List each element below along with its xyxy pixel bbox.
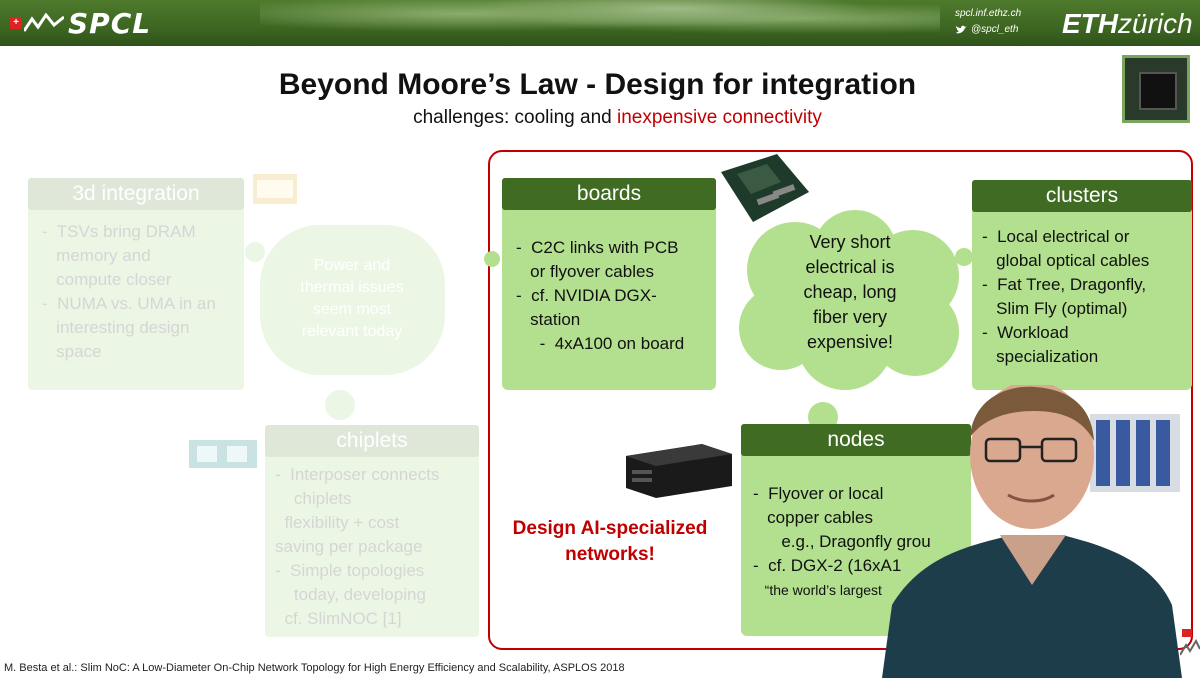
eth-logo-rest: zürich bbox=[1118, 8, 1193, 39]
cloud-line: expensive! bbox=[806, 332, 894, 352]
list-item: saving per package bbox=[275, 537, 423, 556]
list-item: interesting design bbox=[42, 318, 190, 337]
cloud-left: Power and thermal issues seem most relev… bbox=[260, 225, 445, 375]
nodes-list: - Flyover or local copper cables e.g., D… bbox=[753, 482, 931, 602]
presenter-video bbox=[882, 385, 1182, 678]
ai-networks-callout: Design AI-specialized networks! bbox=[500, 516, 720, 568]
spcl-logo[interactable]: + SPCL bbox=[10, 6, 152, 40]
list-item: - Simple topologies bbox=[275, 561, 425, 580]
subtitle-plain: challenges: cooling and bbox=[413, 107, 617, 128]
clusters-box: clusters - Local electrical or global op… bbox=[972, 180, 1192, 390]
cloud-left-line: thermal issues bbox=[300, 279, 404, 296]
website-link[interactable]: spcl.inf.ethz.ch bbox=[955, 8, 1022, 19]
list-item: chiplets bbox=[275, 489, 352, 508]
cloud-left-line: seem most bbox=[312, 301, 392, 318]
list-item: station bbox=[516, 310, 581, 329]
swiss-flag-icon: + bbox=[10, 17, 22, 29]
stacked-die-image bbox=[253, 174, 297, 204]
corner-logo-icon bbox=[1180, 629, 1200, 656]
slide-subtitle: challenges: cooling and inexpensive conn… bbox=[0, 107, 1200, 129]
eth-logo[interactable]: ETHzürich bbox=[1062, 8, 1193, 40]
chiplet-image bbox=[189, 440, 257, 468]
list-item: - Workload bbox=[982, 323, 1069, 342]
contact-info: spcl.inf.ethz.ch @spcl_eth bbox=[955, 6, 1021, 38]
list-item: - Interposer connects bbox=[275, 465, 440, 484]
header-banner: + SPCL spcl.inf.ethz.ch @spcl_eth ETHzür… bbox=[0, 0, 1200, 46]
nodes-box: nodes - Flyover or local copper cables e… bbox=[741, 424, 971, 636]
cloud-left-line: Power and bbox=[313, 257, 391, 274]
boards-box: boards - C2C links with PCB or flyover c… bbox=[502, 178, 716, 390]
connector-dot bbox=[484, 251, 500, 267]
center-cloud bbox=[739, 210, 959, 390]
center-cloud-text: Very short electrical is cheap, long fib… bbox=[755, 230, 945, 355]
mountain-icon bbox=[24, 13, 64, 32]
cloud-line: cheap, long bbox=[803, 282, 897, 302]
list-item: - Flyover or local bbox=[753, 484, 884, 503]
list-item: - C2C links with PCB bbox=[516, 238, 679, 257]
mountain-backdrop bbox=[260, 0, 940, 46]
twitter-icon bbox=[956, 25, 967, 34]
integration-3d-box: 3d integration - TSVs bring DRAM memory … bbox=[28, 178, 244, 390]
citation-footer: M. Besta et al.: Slim NoC: A Low-Diamete… bbox=[4, 662, 625, 674]
slide-title: Beyond Moore’s Law - Design for integrat… bbox=[278, 68, 917, 101]
list-item: compute closer bbox=[42, 270, 172, 289]
list-item: - Fat Tree, Dragonfly, bbox=[982, 275, 1147, 294]
clusters-heading: clusters bbox=[972, 180, 1192, 212]
twitter-handle[interactable]: @spcl_eth bbox=[971, 24, 1019, 35]
list-item: e.g., Dragonfly grou bbox=[753, 532, 931, 551]
list-item: cf. SlimNOC [1] bbox=[275, 609, 402, 628]
integration-3d-heading: 3d integration bbox=[28, 178, 244, 210]
cloud-left-line: relevant today bbox=[301, 323, 403, 340]
list-item: memory and bbox=[42, 246, 151, 265]
cloud-line: fiber very bbox=[812, 307, 888, 327]
ai-line: networks! bbox=[565, 544, 655, 565]
boards-heading: boards bbox=[502, 178, 716, 210]
list-item: or flyover cables bbox=[516, 262, 654, 281]
subtitle-highlight: inexpensive connectivity bbox=[616, 107, 822, 128]
server-chassis-image bbox=[626, 444, 732, 498]
list-item: - Local electrical or bbox=[982, 227, 1130, 246]
cloud-line: Very short bbox=[809, 232, 891, 252]
list-item: “the world’s largest bbox=[753, 582, 882, 598]
highlight-frame bbox=[488, 150, 1193, 650]
list-item: copper cables bbox=[753, 508, 874, 527]
boards-list: - C2C links with PCB or flyover cables -… bbox=[516, 236, 684, 356]
list-item: - cf. NVIDIA DGX- bbox=[516, 286, 657, 305]
chiplets-box: chiplets - Interposer connects chiplets … bbox=[265, 425, 479, 637]
motherboard-image bbox=[721, 154, 809, 222]
list-item: - NUMA vs. UMA in an bbox=[42, 294, 216, 313]
list-item: global optical cables bbox=[982, 251, 1150, 270]
eth-logo-bold: ETH bbox=[1062, 8, 1118, 39]
list-item: space bbox=[42, 342, 102, 361]
integration-3d-list: - TSVs bring DRAM memory and compute clo… bbox=[28, 210, 244, 364]
logo-text: SPCL bbox=[68, 6, 152, 40]
cloud-dot bbox=[320, 430, 334, 444]
cloud-dot bbox=[325, 390, 355, 420]
ai-line: Design AI-specialized bbox=[512, 518, 708, 539]
chiplets-list: - Interposer connects chiplets flexibili… bbox=[265, 457, 479, 631]
list-item: - TSVs bring DRAM bbox=[42, 222, 196, 241]
list-item: specialization bbox=[982, 347, 1099, 366]
clusters-list: - Local electrical or global optical cab… bbox=[982, 225, 1149, 369]
chiplets-heading: chiplets bbox=[265, 425, 479, 457]
list-item: - 4xA100 on board bbox=[516, 334, 685, 353]
connector-dot bbox=[955, 248, 973, 266]
list-item: Slim Fly (optimal) bbox=[982, 299, 1128, 318]
cluster-rack-image bbox=[1090, 414, 1180, 492]
processor-chip-image bbox=[1122, 55, 1190, 123]
list-item: today, developing bbox=[275, 585, 426, 604]
cloud-dot bbox=[245, 242, 265, 262]
list-item: flexibility + cost bbox=[275, 513, 400, 532]
list-item: - cf. DGX-2 (16xA1 bbox=[753, 556, 902, 575]
nodes-heading: nodes bbox=[741, 424, 971, 456]
cloud-line: electrical is bbox=[805, 257, 895, 277]
